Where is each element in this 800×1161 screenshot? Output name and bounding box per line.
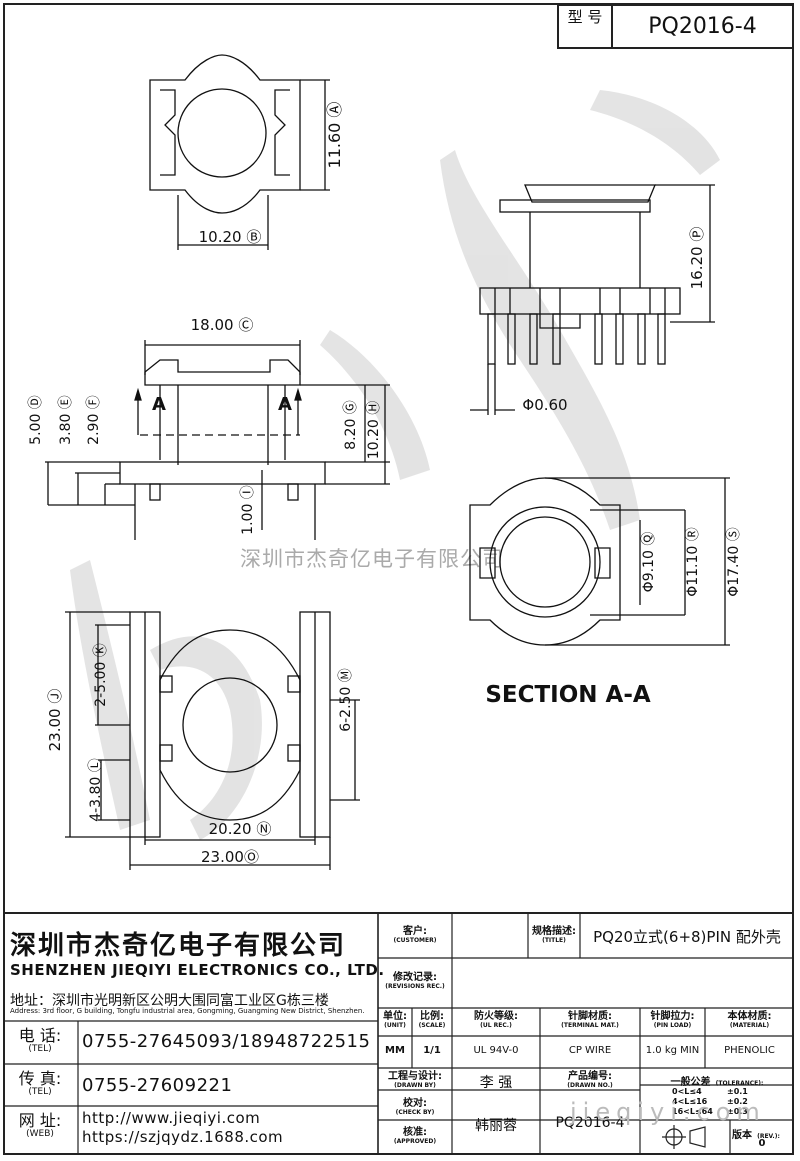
web-link-1[interactable]: http://www.jieqiyi.com [82,1109,261,1127]
side-view [470,184,715,415]
tolerance-row: 0<L≤4±0.1 [672,1087,748,1096]
tolerance-table: 0<L≤4±0.1 4<L≤16±0.2 16<L≤64±0.3 [672,1087,782,1117]
bottom-view [65,611,360,870]
dim-n: 20.20 Ⓝ [209,820,272,838]
drawn-label: 工程与设计:(DRAWN BY) [388,1071,442,1089]
dim-m: 6-2.50 Ⓜ [338,668,354,732]
ul-value: UL 94V-0 [473,1045,519,1056]
tel-value: 0755-27645093/18948722515 [82,1031,371,1052]
web-link-2[interactable]: https://szjqydz.1688.com [82,1128,284,1146]
fax-value: 0755-27609221 [82,1075,233,1096]
dim-a: 11.60 Ⓐ [325,102,344,169]
revisions-label: 修改记录:(REVISIONS REC.) [385,972,445,990]
check-label: 校对:(CHECK BY) [395,1098,435,1116]
dim-f: 2.90 Ⓕ [86,395,102,445]
approved-label: 核准:(APPROVED) [393,1127,437,1145]
dim-q: Φ9.10 Ⓠ [641,532,657,593]
dim-j: 23.00 Ⓙ [46,689,64,752]
dim-d: 5.00 Ⓓ [28,395,44,445]
scale-label: 比例:(SCALE) [418,1011,446,1029]
scale-value: 1/1 [423,1045,441,1056]
title-label: 规格描述:(TITLE) [532,926,576,944]
dim-b: 10.20 Ⓑ [199,228,262,246]
unit-label: 单位:(UNIT) [383,1011,407,1029]
dim-l: 4-3.80 Ⓛ [88,758,104,822]
section-mark-right: A [278,394,292,415]
tolerance-label: 一般公差 (TOLERANCE): [670,1077,764,1088]
ul-label: 防火等级:(UL REC.) [474,1011,518,1029]
section-view [469,477,730,646]
dim-o: 23.00Ⓞ [201,848,259,866]
terminal-value: CP WIRE [568,1045,612,1056]
revision-no-value: 0 [758,1138,766,1149]
top-view [149,54,330,250]
customer-label: 客户:(CUSTOMER) [393,926,437,944]
fax-label: 传 真:(TEL) [18,1069,62,1097]
tolerance-row: 16<L≤64±0.3 [672,1107,748,1116]
company-name-cn: 深圳市杰奇亿电子有限公司 [10,931,347,961]
dim-s: Φ17.40 Ⓢ [726,527,742,597]
model-number: PQ2016-4 [648,14,757,39]
terminal-label: 针脚材质:(TERMINAL MAT.) [561,1011,619,1029]
front-view [45,340,390,540]
section-mark-left: A [152,394,166,415]
pinload-value: 1.0 kg MIN [645,1045,700,1056]
model-label: 型 号 [559,6,613,49]
drawing-no-value: PQ2016-4 [555,1115,625,1131]
material-label: 本体材质:(MATERIAL) [727,1011,772,1029]
bottom-watermark: jieqiyi.com [570,1098,766,1126]
approved-value: 韩丽蓉 [475,1118,517,1134]
company-address-cn: 地址：深圳市光明新区公明大围同富工业区G栋三楼 [10,993,329,1009]
dim-i: 1.00 Ⓘ [240,485,256,535]
revision-no-label: 版本 (REV.): [732,1130,780,1141]
section-title: SECTION A-A [485,682,651,708]
dim-c: 18.00 Ⓒ [191,316,254,334]
dim-e: 3.80 Ⓔ [58,395,74,445]
unit-value: MM [385,1045,405,1056]
tel-label: 电 话:(TEL) [18,1026,62,1054]
drawn-value: 李 强 [479,1075,513,1091]
dim-k: 2-5.00 Ⓚ [93,643,109,707]
dim-p: 16.20 Ⓟ [688,227,706,290]
material-value: PHENOLIC [724,1045,775,1056]
center-watermark: 深圳市杰奇亿电子有限公司 [240,547,504,571]
dim-h: 10.20 Ⓗ [366,401,382,460]
drawing-no-label: 产品编号:(DRAWN NO.) [567,1071,613,1089]
technical-drawing: 11.60 Ⓐ 10.20 Ⓑ 18.00 Ⓒ 5.00 Ⓓ 3.80 Ⓔ 2.… [28,54,742,870]
tolerance-row: 4<L≤16±0.2 [672,1097,748,1106]
drawing-frame [3,3,794,1155]
dim-g: 8.20 Ⓖ [343,400,359,450]
title-value: PQ20立式(6+8)PIN 配外壳 [593,928,781,946]
model-header: 型 号 PQ2016-4 [557,4,794,49]
company-name-en: SHENZHEN JIEQIYI ELECTRONICS CO., LTD. [10,961,385,979]
dim-r: Φ11.10 Ⓡ [685,527,701,597]
pinload-label: 针脚拉力:(PIN LOAD) [650,1011,695,1029]
company-address-en: Address: 3rd floor, G building, Tongfu i… [10,1007,365,1015]
dim-pin: Φ0.60 [522,396,567,414]
web-label: 网 址:(WEB) [18,1111,62,1139]
